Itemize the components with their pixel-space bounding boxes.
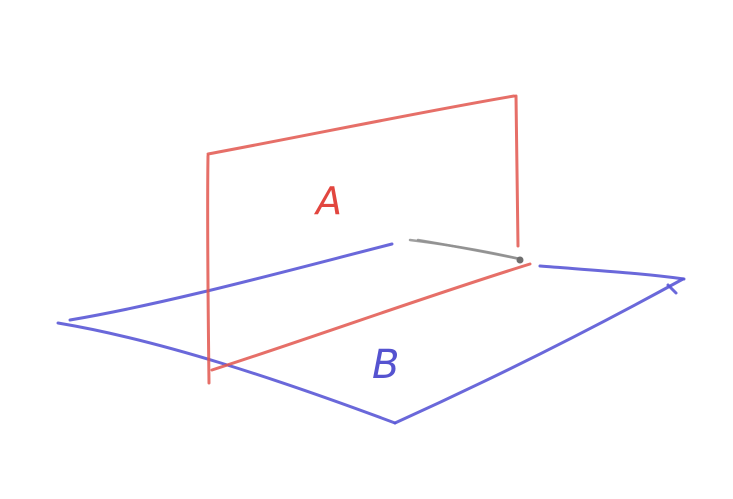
plane-a-left-edge [206, 154, 211, 385]
plane-b-corner-tick [666, 283, 678, 295]
plane-a [206, 94, 532, 385]
plane-a-top-edge [206, 94, 516, 156]
plane-b-right-back-edge [538, 264, 686, 281]
plane-b-right-front-edge [393, 277, 685, 425]
intersection-line [416, 238, 522, 261]
plane-a-label: A [313, 179, 342, 223]
plane-b-label: B [372, 342, 399, 388]
plane-b-left-front-edge [56, 321, 397, 425]
intersection-point [516, 256, 524, 264]
plane-a-right-edge [514, 94, 520, 248]
plane-b-back-edge [68, 242, 394, 322]
plane-a-bottom-edge [210, 262, 532, 372]
plane-b [56, 238, 686, 425]
